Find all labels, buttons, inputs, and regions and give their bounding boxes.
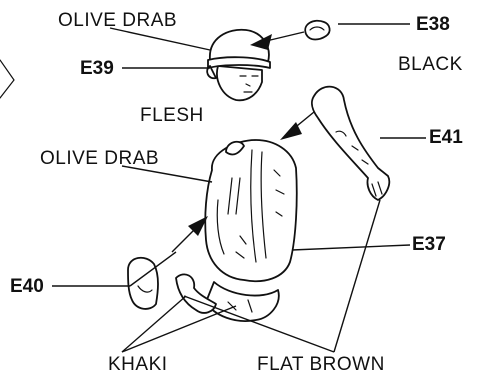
label-olive-drab-mid: OLIVE DRAB (40, 148, 159, 169)
leader-olive-drab-mid (122, 166, 212, 182)
code-e37: E37 (412, 234, 446, 255)
label-flat-brown: FLAT BROWN (257, 354, 385, 375)
arm-part (312, 87, 389, 200)
code-e40: E40 (10, 276, 44, 297)
code-e38: E38 (416, 14, 450, 35)
code-e39: E39 (80, 58, 114, 79)
label-black: BLACK (398, 54, 463, 75)
leader-e37 (292, 245, 410, 250)
goggles-part (305, 21, 329, 40)
leader-khaki-b (122, 306, 236, 352)
label-khaki: KHAKI (108, 354, 168, 375)
edge-fragment (0, 60, 14, 98)
leader-flat-brown-b (334, 200, 380, 352)
label-flesh: FLESH (140, 105, 204, 126)
label-olive-drab-top: OLIVE DRAB (58, 10, 177, 31)
code-e41: E41 (429, 127, 463, 148)
torso-part (205, 140, 297, 281)
leader-olive-drab-top (110, 28, 210, 50)
